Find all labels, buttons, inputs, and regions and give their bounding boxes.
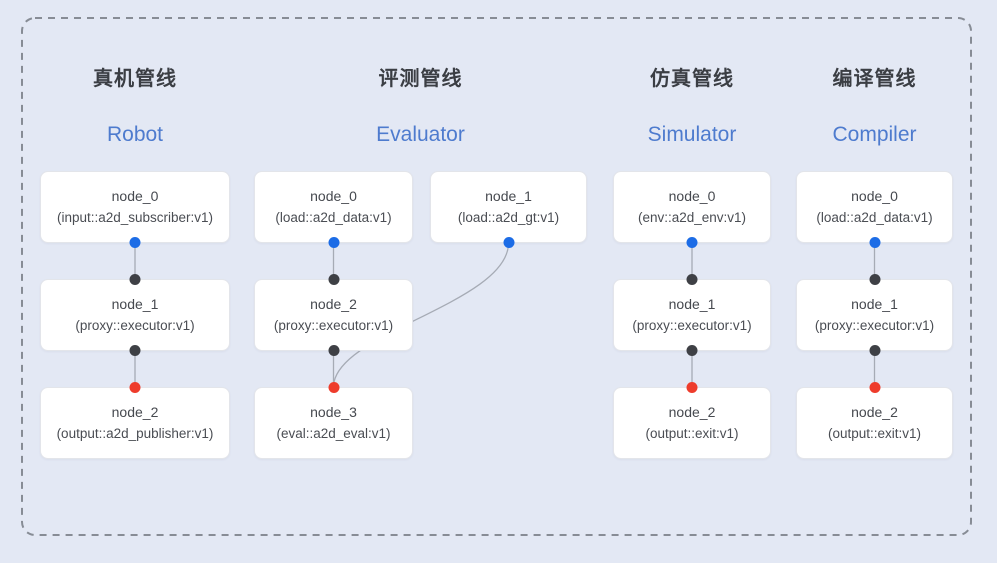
output-port-dot[interactable] — [869, 345, 880, 356]
simulator-node-2[interactable]: node_2 (output::exit:v1) — [613, 382, 771, 459]
node-impl: (output::a2d_publisher:v1) — [56, 426, 214, 441]
node-impl: (output::exit:v1) — [645, 426, 739, 441]
node-name: node_2 — [111, 404, 159, 420]
node-name: node_2 — [668, 404, 716, 420]
node-impl: (load::a2d_gt:v1) — [457, 210, 560, 225]
pipeline-title-en-compiler: Compiler — [832, 123, 917, 146]
input-port-dot[interactable] — [686, 382, 698, 393]
pipeline-title-en-robot: Robot — [106, 123, 164, 146]
pipeline-title-en-simulator: Simulator — [647, 123, 737, 146]
node-impl: (input::a2d_subscriber:v1) — [56, 210, 214, 225]
node-name: node_2 — [310, 296, 357, 312]
pipeline-title-zh-simulator: 仿真管线 — [650, 68, 734, 90]
output-port-dot[interactable] — [503, 237, 514, 248]
simulator-node-0[interactable]: node_0 (env::a2d_env:v1) — [613, 171, 771, 248]
node-impl: (proxy::executor:v1) — [814, 318, 935, 333]
node-impl: (proxy::executor:v1) — [75, 318, 195, 333]
node-name: node_3 — [310, 404, 357, 420]
compiler-node-1[interactable]: node_1 (proxy::executor:v1) — [796, 274, 953, 356]
pipeline-title-en-evaluator: Evaluator — [376, 123, 465, 146]
node-impl: (output::exit:v1) — [827, 426, 922, 441]
node-name: node_2 — [851, 404, 898, 420]
robot-node-0[interactable]: node_0 (input::a2d_subscriber:v1) — [40, 171, 230, 248]
node-impl: (env::a2d_env:v1) — [637, 210, 747, 225]
node-name: node_0 — [310, 188, 357, 204]
node-impl: (proxy::executor:v1) — [273, 318, 394, 333]
node-name: node_0 — [851, 188, 898, 204]
evaluator-node-0[interactable]: node_0 (load::a2d_data:v1) — [254, 171, 413, 248]
input-port-dot[interactable] — [869, 274, 880, 285]
output-port-dot[interactable] — [328, 345, 339, 356]
pipeline-title-zh-evaluator: 评测管线 — [378, 68, 463, 90]
node-impl: (load::a2d_data:v1) — [816, 210, 933, 225]
output-port-dot[interactable] — [686, 345, 698, 356]
input-port-dot[interactable] — [129, 274, 141, 285]
input-port-dot[interactable] — [328, 274, 339, 285]
input-port-dot[interactable] — [328, 382, 339, 393]
simulator-node-1[interactable]: node_1 (proxy::executor:v1) — [613, 274, 771, 356]
node-impl: (load::a2d_data:v1) — [275, 210, 392, 225]
node-name: node_1 — [851, 296, 898, 312]
dashed-border — [21, 17, 972, 536]
evaluator-node-3[interactable]: node_3 (eval::a2d_eval:v1) — [254, 382, 413, 459]
node-name: node_1 — [668, 296, 716, 312]
node-name: node_1 — [111, 296, 159, 312]
compiler-node-0[interactable]: node_0 (load::a2d_data:v1) — [796, 171, 953, 248]
robot-node-2[interactable]: node_2 (output::a2d_publisher:v1) — [40, 382, 230, 459]
evaluator-node-1[interactable]: node_1 (load::a2d_gt:v1) — [430, 171, 587, 248]
node-name: node_1 — [485, 188, 532, 204]
compiler-node-2[interactable]: node_2 (output::exit:v1) — [796, 382, 953, 459]
output-port-dot[interactable] — [869, 237, 880, 248]
node-name: node_0 — [668, 188, 716, 204]
edge-evaluator-n1-n3 — [332, 242, 510, 388]
evaluator-node-2[interactable]: node_2 (proxy::executor:v1) — [254, 274, 413, 356]
node-impl: (eval::a2d_eval:v1) — [276, 426, 391, 441]
pipeline-title-zh-robot: 真机管线 — [93, 68, 177, 90]
input-port-dot[interactable] — [869, 382, 880, 393]
input-port-dot[interactable] — [686, 274, 698, 285]
output-port-dot[interactable] — [328, 237, 339, 248]
pipeline-title-zh-compiler: 编译管线 — [832, 68, 917, 90]
node-impl: (proxy::executor:v1) — [632, 318, 752, 333]
robot-node-1[interactable]: node_1 (proxy::executor:v1) — [40, 274, 230, 356]
output-port-dot[interactable] — [686, 237, 698, 248]
input-port-dot[interactable] — [129, 382, 141, 393]
output-port-dot[interactable] — [129, 345, 141, 356]
node-name: node_0 — [111, 188, 159, 204]
output-port-dot[interactable] — [129, 237, 141, 248]
